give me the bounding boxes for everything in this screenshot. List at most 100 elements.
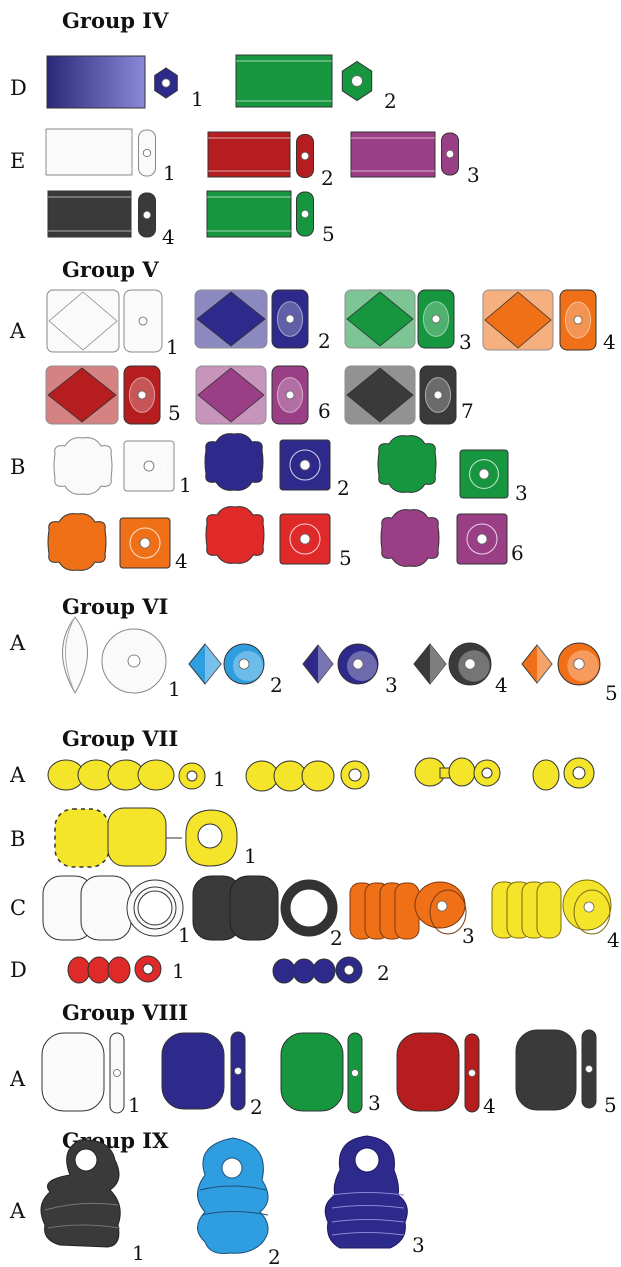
variant-number: 3 [462, 924, 475, 948]
perforation [143, 149, 150, 156]
bead-iv-e2-side [208, 132, 290, 177]
row-letter-g7c: C [10, 896, 26, 920]
perforation [222, 1158, 242, 1178]
bead-side-view [378, 436, 436, 493]
variant-number: 5 [168, 401, 181, 425]
bead-segment [55, 809, 109, 867]
perforation [434, 391, 442, 399]
perforation [128, 655, 140, 667]
bead-vi-a1-end [102, 629, 166, 693]
bead-vii-a2-side [246, 761, 334, 791]
bead-vii-c4-side [492, 882, 561, 938]
variant-number: 4 [607, 928, 620, 952]
perforation [584, 902, 594, 912]
perforation [573, 767, 585, 779]
variant-number: 5 [605, 681, 618, 705]
bead-segment [537, 882, 561, 938]
bead-ix-a3 [325, 1136, 407, 1248]
variant-number: 1 [179, 473, 192, 497]
perforation [574, 659, 585, 670]
variant-number: 2 [321, 166, 334, 190]
bead-ix-a2 [198, 1138, 269, 1254]
variant-number: 3 [368, 1091, 381, 1115]
bead-v-b5-end [280, 514, 330, 564]
bead-vii-a3-side [415, 758, 475, 786]
bead-viii-a2-side [162, 1033, 224, 1109]
bead-side-view [351, 132, 435, 177]
bead-segment [533, 760, 559, 790]
variant-number: 4 [603, 330, 616, 354]
variant-number: 3 [459, 330, 472, 354]
perforation [75, 1149, 97, 1171]
variant-number: 2 [318, 329, 331, 353]
bead-viii-a2-end [231, 1032, 245, 1110]
bead-iv-d2-side [236, 55, 332, 107]
row-letter-g5b: B [10, 455, 25, 479]
bead-side-view [47, 56, 145, 108]
variant-number: 1 [213, 767, 226, 791]
bead-vii-a3-end [474, 760, 500, 786]
bead-iv-e1-end [139, 130, 156, 176]
bead-segment [108, 808, 166, 866]
bead-viii-a1-end [110, 1033, 124, 1113]
variant-number: 6 [318, 399, 331, 423]
bead-side-view [236, 55, 332, 107]
variant-number: 3 [385, 673, 398, 697]
bead-iv-e3-side [351, 132, 435, 177]
variant-number: 7 [461, 399, 474, 423]
variant-number: 2 [337, 476, 350, 500]
perforation [290, 889, 328, 927]
variant-number: 1 [172, 959, 185, 983]
perforation [479, 469, 489, 479]
bead-segment [313, 959, 335, 983]
perforation [477, 534, 487, 544]
bead-iv-d1-end [155, 68, 178, 98]
bead-v-a2-end [272, 290, 308, 348]
bead-v-b3-side [378, 436, 436, 493]
perforation [465, 659, 476, 670]
bead-side-view [208, 132, 290, 177]
bead-v-b2-end [280, 440, 330, 490]
bead-viii-a1-side [42, 1033, 104, 1111]
perforation [143, 211, 150, 218]
perforation [144, 461, 154, 471]
bead-viii-a5-end [582, 1030, 596, 1108]
bead-vi-a5-end [558, 643, 600, 685]
perforation [198, 824, 222, 848]
variant-number: 6 [511, 541, 524, 565]
bead-segment [302, 761, 334, 791]
bead-side-view [162, 1033, 224, 1109]
variant-number: 4 [162, 225, 175, 249]
bead-v-a7-end [420, 366, 456, 424]
perforation [446, 150, 453, 157]
bead-side-view [206, 507, 264, 564]
bead-segment [108, 957, 130, 983]
bead-side-view [54, 438, 112, 495]
bead-v-a3-side [345, 290, 415, 348]
bead-segment [138, 760, 174, 790]
bead-vi-a4-end [449, 643, 491, 685]
bead-side-view [46, 129, 132, 175]
bead-side-view [516, 1030, 576, 1110]
row-letter-g7d: D [10, 958, 27, 982]
variant-number: 5 [604, 1093, 617, 1117]
bead-v-a6-end [272, 366, 308, 424]
row-letter-g8a: A [9, 1067, 26, 1091]
perforation [349, 769, 361, 781]
bead-segment [68, 957, 90, 983]
bead-vii-b1-side [55, 808, 182, 867]
bead-vii-b1-end [186, 810, 237, 866]
bead-side-view [63, 617, 88, 693]
variant-number: 1 [128, 1093, 141, 1117]
perforation [482, 768, 492, 778]
perforation [286, 391, 294, 399]
row-letter-g7a: A [9, 763, 26, 787]
bead-side-view [381, 510, 439, 567]
variant-number: 1 [191, 87, 204, 111]
shading [318, 645, 333, 683]
bead-iv-d2-end [342, 62, 371, 101]
row-letter-g6a: A [9, 631, 26, 655]
bead-vii-c3-end [415, 882, 466, 934]
bead-vii-c1-side [43, 876, 131, 940]
bead-vi-a3-side [303, 645, 333, 683]
